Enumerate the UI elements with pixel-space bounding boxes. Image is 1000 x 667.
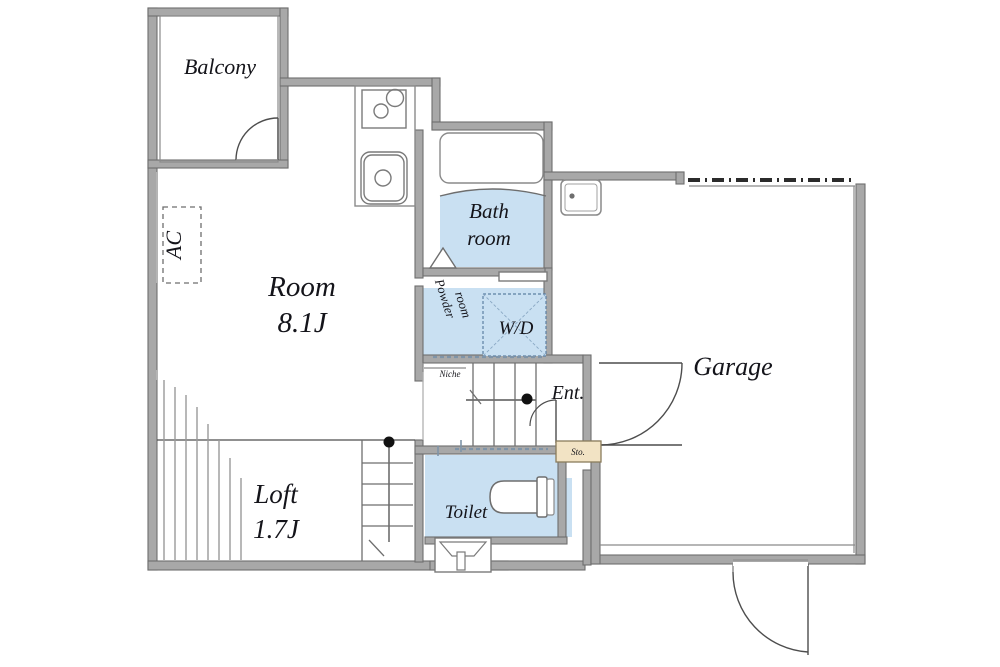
ac-dashed-box bbox=[162, 206, 202, 284]
wall-jog-right bbox=[543, 171, 685, 181]
wall-jog-corner bbox=[675, 171, 685, 185]
utility-tap bbox=[569, 193, 575, 199]
utility-inner bbox=[564, 183, 598, 212]
washer-dryer-unit bbox=[482, 293, 547, 357]
wall-garage-right bbox=[855, 183, 866, 565]
wall-bath-top bbox=[431, 121, 553, 131]
wall-balcony-top bbox=[147, 7, 289, 17]
label-niche: Niche bbox=[439, 369, 461, 379]
wall-balcony-right bbox=[279, 7, 289, 169]
entrance-stairs bbox=[466, 363, 537, 446]
wall-left-lower bbox=[147, 167, 158, 571]
label-room-area: 8.1J bbox=[277, 307, 327, 339]
storage-box-rect bbox=[555, 440, 602, 463]
sink-basin bbox=[360, 151, 408, 205]
handbasin-bowl bbox=[438, 541, 488, 557]
stair-direction-arrow bbox=[469, 389, 482, 405]
wall-top-kitchen bbox=[279, 77, 441, 87]
bath-shelf bbox=[498, 271, 548, 282]
kitchen-fixtures bbox=[354, 85, 416, 207]
wall-wetcore-left-lower bbox=[414, 285, 424, 382]
wall-toilet-right bbox=[557, 453, 567, 539]
hall-door-arc bbox=[529, 399, 557, 427]
stair-origin-dot bbox=[521, 393, 533, 405]
bathroom-fill bbox=[440, 189, 546, 267]
label-air-conditioner: AC bbox=[161, 231, 186, 261]
wall-bath-right-upper bbox=[543, 121, 553, 181]
label-bathroom-line2: room bbox=[467, 226, 511, 250]
wall-wetcore-left-upper bbox=[414, 129, 424, 279]
label-room: Room bbox=[267, 271, 336, 303]
loft-direction-arrow bbox=[368, 539, 385, 557]
sink-basin-inner bbox=[363, 154, 405, 202]
balcony-inner-outline bbox=[159, 15, 279, 163]
wall-left-upper bbox=[147, 7, 158, 169]
label-bathroom-line1: Bath bbox=[469, 199, 509, 223]
label-balcony: Balcony bbox=[184, 54, 256, 79]
ac-unit-marker bbox=[162, 206, 202, 284]
burner-large bbox=[385, 88, 405, 108]
loft-stairs bbox=[361, 436, 413, 561]
entrance-door-arc bbox=[598, 362, 683, 446]
bathtub-outline bbox=[439, 132, 544, 184]
wall-balcony-bottom bbox=[147, 159, 289, 169]
label-entrance: Ent. bbox=[551, 382, 585, 404]
loft-ceiling-hatch bbox=[163, 380, 242, 560]
exterior-utility-box bbox=[560, 179, 602, 216]
misc-detail-lines bbox=[156, 172, 466, 456]
door-swings bbox=[235, 117, 809, 655]
room-labels: Balcony Room 8.1J Loft 1.7J Bath room Po… bbox=[161, 54, 773, 544]
wall-wetcore-left-bottom bbox=[414, 439, 424, 563]
toilet-fixtures bbox=[434, 476, 555, 573]
label-storage: Sto. bbox=[571, 447, 585, 457]
handbasin-pedestal bbox=[456, 551, 466, 571]
bath-wash-divider bbox=[439, 188, 547, 197]
wd-outline bbox=[482, 293, 547, 357]
bath-drain-marker bbox=[428, 246, 458, 269]
burner-small bbox=[373, 103, 389, 119]
storage-box bbox=[555, 440, 602, 463]
wall-bath-right-lower bbox=[543, 179, 553, 271]
wc-tank-back bbox=[546, 478, 555, 516]
label-loft: Loft bbox=[253, 479, 299, 509]
cooktop-outline bbox=[361, 89, 407, 129]
bathroom-fixtures bbox=[428, 132, 548, 282]
wc-tank bbox=[536, 476, 548, 518]
balcony-door-arc bbox=[235, 117, 279, 161]
sliding-door-marks bbox=[433, 355, 548, 451]
wc-bowl bbox=[489, 480, 539, 514]
wall-garage-bottom bbox=[590, 554, 866, 565]
wall-toilet-bottom bbox=[424, 536, 568, 545]
label-washer-dryer: W/D bbox=[499, 318, 534, 339]
label-toilet: Toilet bbox=[445, 502, 488, 523]
sink-drain bbox=[374, 169, 392, 187]
wall-hall-right-lower bbox=[582, 469, 592, 566]
label-garage: Garage bbox=[693, 352, 772, 381]
garage-door-arc bbox=[732, 571, 809, 653]
loft-origin-dot bbox=[383, 436, 395, 448]
label-loft-area: 1.7J bbox=[253, 514, 301, 544]
